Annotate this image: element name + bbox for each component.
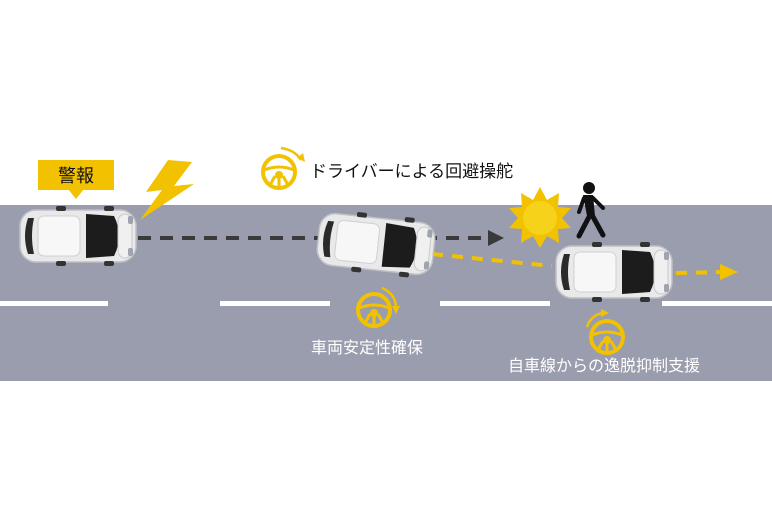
lane-markings <box>0 301 772 306</box>
steering-wheel-icon <box>356 286 400 328</box>
lane-departure-suppression-label: 自車線からの逸脱抑制支援 <box>508 356 701 375</box>
car-stabilized <box>555 241 673 303</box>
lane-dash <box>220 301 330 306</box>
warning-label: 警報 <box>58 166 94 187</box>
lane-dash <box>440 301 550 306</box>
steering-wheel-icon <box>261 146 305 190</box>
corrected-course-arrow <box>431 252 738 280</box>
lightning-bolt-icon <box>140 160 194 220</box>
lane-dash <box>0 301 108 306</box>
starburst-icon <box>509 187 571 248</box>
steering-wheel-icon <box>585 309 625 355</box>
lane-dash <box>662 301 772 306</box>
pedestrian-icon <box>576 182 606 239</box>
warning-badge: 警報 <box>38 160 114 199</box>
vehicle-stability-label: 車両安定性確保 <box>311 338 424 357</box>
driver-avoidance-label: ドライバーによる回避操舵 <box>310 162 514 182</box>
car-warning <box>19 205 137 267</box>
